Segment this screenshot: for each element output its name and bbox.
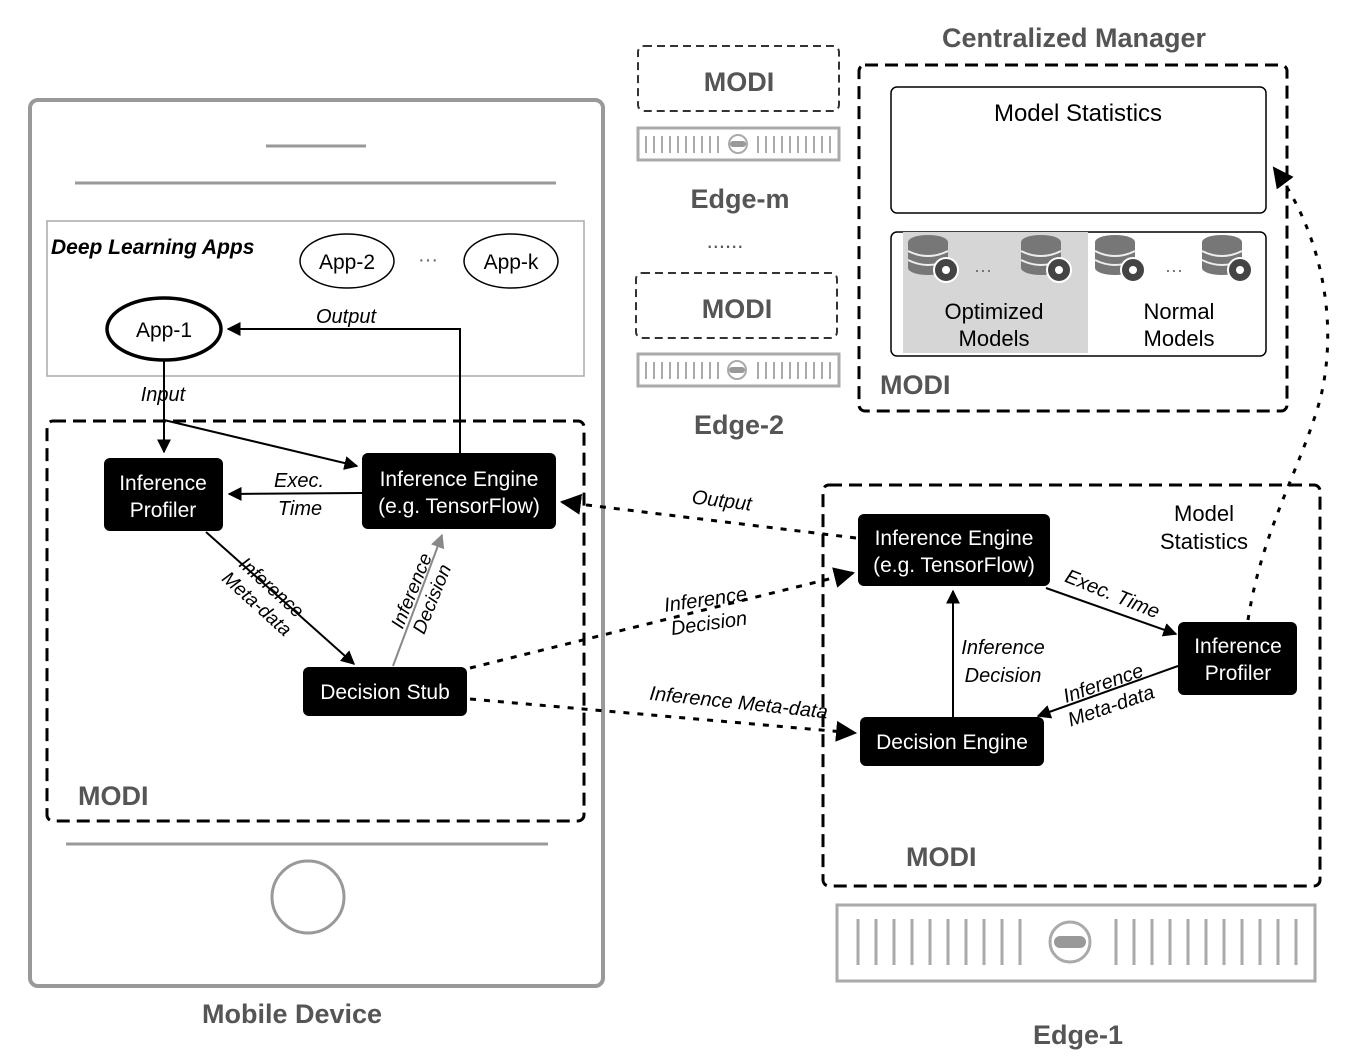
mobile-meta-data-label: Inference Meta-data: [217, 554, 307, 641]
output-to-app-arrow: [226, 322, 461, 453]
input-label: Input: [141, 384, 187, 406]
apps-title: Deep Learning Apps: [51, 236, 254, 259]
edge-1-label: Edge-1: [1033, 1020, 1123, 1050]
mobile-modi-label: MODI: [78, 781, 149, 811]
edge-1-modi-label: MODI: [906, 842, 977, 872]
optimized-models-label2: Models: [959, 326, 1030, 351]
decision-engine-label: Decision Engine: [876, 731, 1028, 754]
edge-exec-time-label: Exec. Time: [1062, 566, 1163, 624]
decision-engine[interactable]: [860, 717, 1044, 766]
edge-m-modi-box: [637, 45, 840, 112]
edge-inference-engine[interactable]: [858, 514, 1050, 586]
edge-exec-time-label-group: Exec. Time: [1062, 566, 1163, 624]
edge-exec-time-arrow: [1045, 587, 1178, 637]
edge-2-modi-box: [635, 272, 838, 339]
edge-decision-label1: Inference: [961, 637, 1044, 659]
edge-meta-data-arrow: [1036, 665, 1179, 719]
edge-2-server: [636, 352, 841, 388]
edge-model-stats-label2: Statistics: [1160, 529, 1248, 554]
meta-data-arrow: [205, 531, 356, 665]
edge-inference-profiler[interactable]: [1178, 622, 1297, 695]
app-k[interactable]: [463, 233, 559, 289]
edge-engine-line1: Inference Engine: [875, 527, 1034, 550]
edge-meta-label-group: Inference Meta-data: [1060, 660, 1157, 732]
app-1-label: App-1: [136, 319, 192, 342]
manager-title: Centralized Manager: [942, 23, 1207, 53]
app-2[interactable]: [299, 233, 395, 289]
meta-data-link: [469, 697, 858, 742]
edges-ellipsis: ......: [707, 228, 744, 253]
mobile-device: Mobile Device Deep Learning Apps App-2 ·…: [28, 98, 605, 1029]
decision-link-label-group: Inference Decision: [663, 583, 749, 640]
optimized-ellipsis: ···: [974, 260, 992, 280]
normal-ellipsis: ···: [1165, 260, 1183, 280]
edge-2-modi-label: MODI: [702, 294, 773, 324]
optimized-models-label1: Optimized: [944, 299, 1043, 324]
app-2-label: App-2: [319, 251, 375, 274]
normal-models-label1: Normal: [1144, 299, 1215, 324]
mobile-profiler-line1: Inference: [119, 472, 207, 495]
edge-m-label: Edge-m: [690, 184, 789, 214]
centralized-manager: Centralized Manager Model Statistics ···…: [857, 23, 1289, 413]
home-button: [270, 859, 346, 935]
normal-models-label2: Models: [1144, 326, 1215, 351]
edge-1-modi-box: [821, 483, 1322, 888]
edge-2-label: Edge-2: [694, 410, 784, 440]
edge-profiler-line1: Inference: [1194, 635, 1282, 658]
exec-time-label1: Exec.: [274, 470, 324, 492]
mobile-caption: Mobile Device: [202, 999, 382, 1029]
apps-ellipsis: ···: [418, 249, 438, 271]
mobile-modi-box: [45, 419, 586, 823]
model-statistics-title: Model Statistics: [994, 100, 1162, 127]
edge-profiler-line2: Profiler: [1205, 662, 1272, 685]
edge-1: MODI Inference Engine (e.g. TensorFlow) …: [821, 483, 1322, 1050]
edge-engine-line2: (e.g. TensorFlow): [873, 554, 1035, 577]
mobile-inference-engine[interactable]: [362, 453, 556, 529]
mobile-decision-label: Inference Decision: [388, 550, 456, 637]
edge-decision-label2: Decision: [965, 665, 1042, 687]
exec-time-arrow: [227, 486, 363, 501]
edge-2: MODI Edge-2: [635, 272, 841, 440]
decision-stub-label: Decision Stub: [320, 681, 450, 704]
output-link-label-group: Output: [691, 486, 755, 515]
manager-modi-box: [857, 63, 1289, 413]
output-link-label: Output: [691, 486, 755, 515]
mobile-inference-profiler[interactable]: [104, 458, 223, 531]
mobile-engine-line1: Inference Engine: [380, 468, 539, 491]
mobile-engine-line2: (e.g. TensorFlow): [378, 495, 540, 518]
decision-link: [469, 567, 856, 670]
manager-modi-label: MODI: [880, 370, 951, 400]
meta-data-link-label-group: Inference Meta-data: [648, 683, 828, 724]
edge-m-modi-label: MODI: [704, 67, 775, 97]
mobile-profiler-line2: Profiler: [130, 499, 197, 522]
edge-m-server: [636, 126, 841, 162]
edge-model-stats-label1: Model: [1174, 501, 1234, 526]
output-label: Output: [316, 306, 377, 328]
phone-frame: [28, 98, 605, 988]
edge-m: MODI Edge-m: [636, 45, 841, 214]
app-k-label: App-k: [484, 251, 539, 274]
input-to-engine-arrow: [163, 419, 359, 470]
decision-arrow: [392, 533, 445, 667]
exec-time-label2: Time: [278, 498, 322, 520]
edge-1-server: [835, 903, 1317, 983]
decision-stub[interactable]: [303, 667, 467, 716]
model-statistics-box[interactable]: [890, 86, 1267, 214]
meta-data-link-label: Inference Meta-data: [648, 683, 828, 724]
